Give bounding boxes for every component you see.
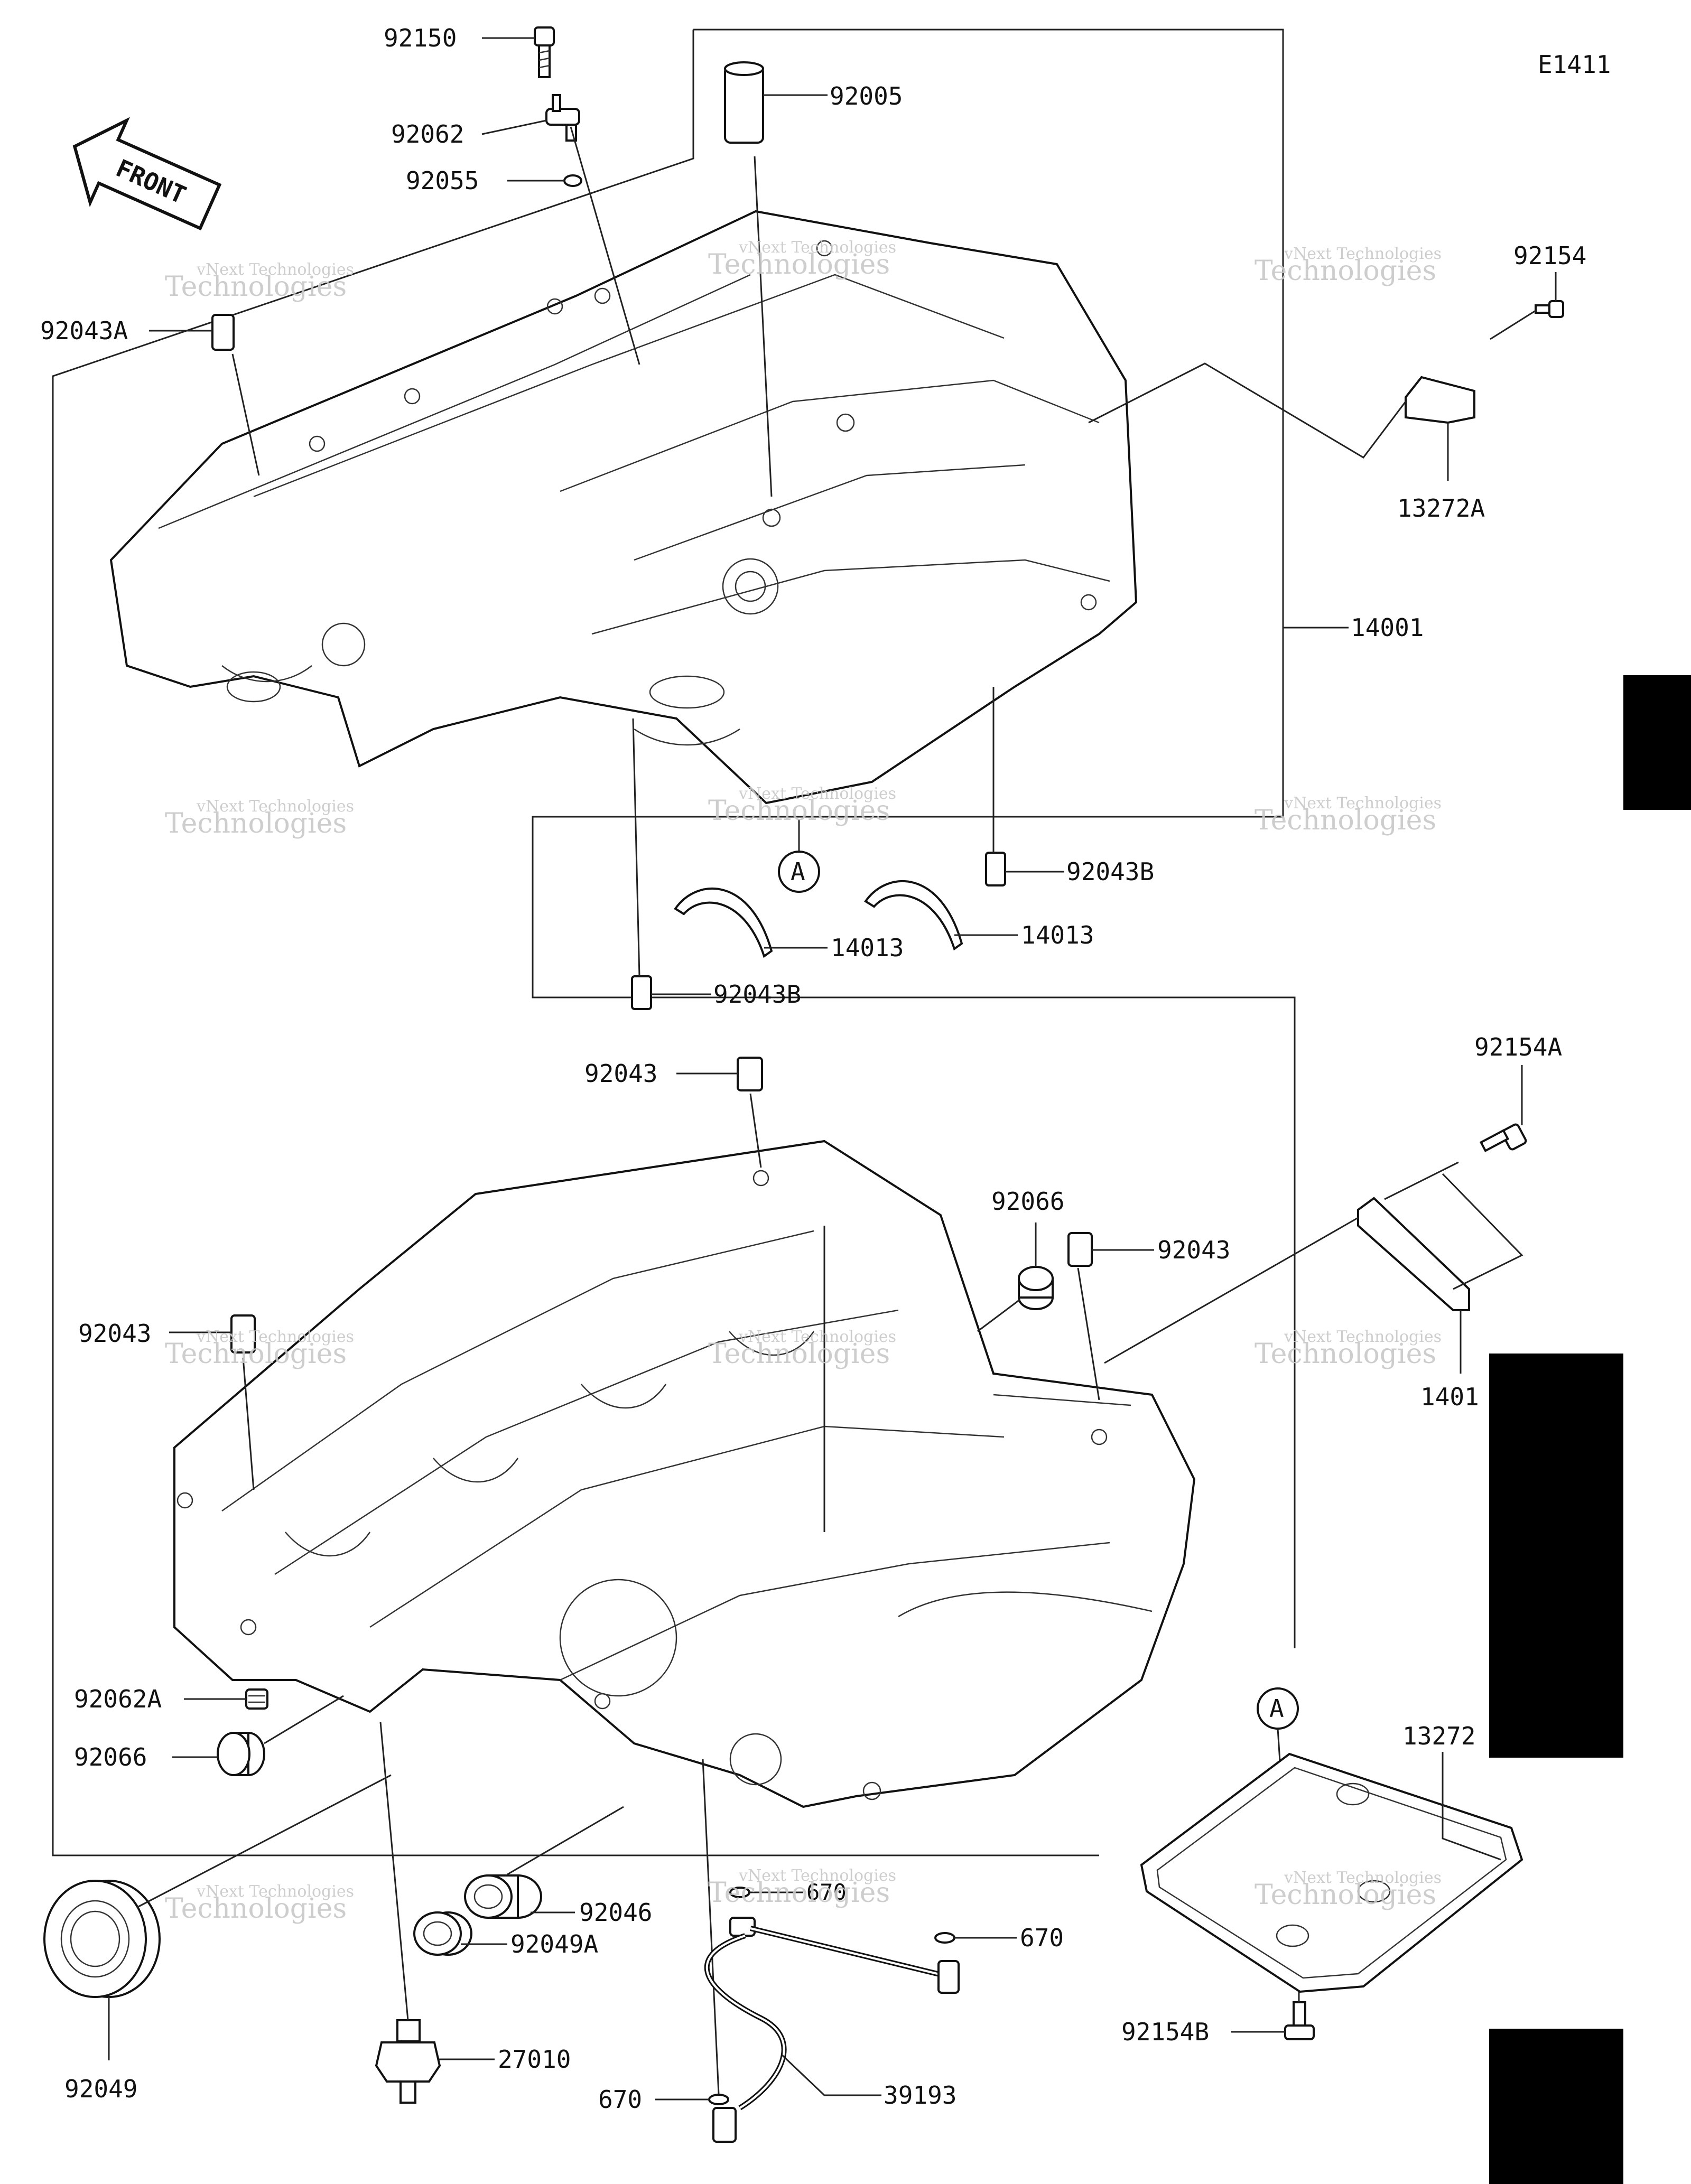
bolt-92154 bbox=[1535, 300, 1564, 318]
label-1401: 1401 bbox=[1420, 1383, 1479, 1411]
ref-circle-a bbox=[778, 851, 820, 893]
pressure-switch-27010 bbox=[375, 2019, 441, 2104]
upper-case-frame bbox=[52, 29, 1296, 1856]
label-92043B-right: 92043B bbox=[1066, 857, 1154, 886]
section-tab-bar bbox=[1489, 2029, 1623, 2184]
label-92066-left: 92066 bbox=[74, 1743, 147, 1771]
dowel-92043 bbox=[737, 1057, 763, 1091]
sleeve-92005 bbox=[724, 61, 764, 144]
label-92043-right: 92043 bbox=[1157, 1236, 1230, 1264]
washer-670 bbox=[934, 1932, 955, 1944]
label-92154A: 92154A bbox=[1474, 1033, 1562, 1061]
svg-text:Technologies: Technologies bbox=[165, 1893, 347, 1925]
o-ring-92055 bbox=[563, 174, 582, 187]
label-92043-top: 92043 bbox=[584, 1059, 657, 1088]
watermark: vNext Technologies Technologies vNext Te… bbox=[165, 238, 1442, 1925]
svg-text:vNext Technologies: vNext Technologies bbox=[196, 260, 354, 279]
svg-text:Technologies: Technologies bbox=[708, 249, 890, 281]
svg-text:Technologies: Technologies bbox=[1255, 805, 1436, 836]
bearing-shell-14013 bbox=[864, 880, 963, 951]
svg-text:vNext Technologies: vNext Technologies bbox=[738, 1328, 896, 1346]
bolt-92154B bbox=[1284, 2001, 1315, 2040]
bearing-92046 bbox=[464, 1874, 542, 1919]
label-92062A: 92062A bbox=[74, 1685, 162, 1713]
plug-92062A bbox=[245, 1688, 268, 1710]
label-92066-top: 92066 bbox=[991, 1187, 1064, 1216]
dowel-92043B bbox=[985, 852, 1006, 886]
upper-crankcase bbox=[109, 210, 1138, 805]
bearing-shell-14013 bbox=[674, 887, 773, 958]
svg-text:vNext Technologies: vNext Technologies bbox=[196, 1882, 354, 1901]
label-92154: 92154 bbox=[1513, 241, 1586, 270]
cover-plate-1401 bbox=[1357, 1197, 1470, 1311]
oil-seal-92049 bbox=[43, 1880, 161, 1998]
svg-text:Technologies: Technologies bbox=[708, 1338, 890, 1370]
svg-text:vNext Technologies: vNext Technologies bbox=[738, 1866, 896, 1885]
label-670-bottom: 670 bbox=[598, 2085, 642, 2114]
lower-crankcase bbox=[173, 1140, 1196, 1808]
svg-text:vNext Technologies: vNext Technologies bbox=[1284, 794, 1442, 813]
label-670-top: 670 bbox=[806, 1879, 847, 1905]
svg-text:vNext Technologies: vNext Technologies bbox=[738, 785, 896, 803]
oil-pipe-39193 bbox=[704, 1917, 960, 2143]
label-92043B-left: 92043B bbox=[713, 980, 801, 1009]
label-14013-left: 14013 bbox=[831, 934, 904, 962]
label-92154B: 92154B bbox=[1121, 2018, 1209, 2046]
washer-670 bbox=[708, 2094, 729, 2105]
label-92062: 92062 bbox=[391, 120, 464, 148]
label-92043-left: 92043 bbox=[78, 1319, 151, 1348]
svg-text:Technologies: Technologies bbox=[165, 271, 347, 303]
svg-text:Technologies: Technologies bbox=[165, 808, 347, 839]
svg-text:vNext Technologies: vNext Technologies bbox=[738, 238, 896, 257]
svg-text:Technologies: Technologies bbox=[165, 1338, 347, 1370]
svg-text:vNext Technologies: vNext Technologies bbox=[196, 1328, 354, 1346]
svg-text:vNext Technologies: vNext Technologies bbox=[1284, 1869, 1442, 1887]
label-14001: 14001 bbox=[1351, 613, 1424, 642]
svg-text:vNext Technologies: vNext Technologies bbox=[1284, 1328, 1442, 1346]
ref-label-a: A bbox=[791, 857, 805, 886]
label-92043A: 92043A bbox=[40, 316, 128, 345]
ref-label-a-lower: A bbox=[1269, 1694, 1284, 1723]
label-92049: 92049 bbox=[64, 2075, 137, 2103]
label-92055: 92055 bbox=[406, 166, 479, 195]
label-92046: 92046 bbox=[579, 1898, 652, 1927]
bolt-92150 bbox=[534, 26, 555, 78]
label-13272A: 13272A bbox=[1397, 494, 1485, 522]
svg-text:vNext Technologies: vNext Technologies bbox=[1284, 245, 1442, 263]
fitting-92062 bbox=[545, 94, 580, 142]
svg-text:Technologies: Technologies bbox=[708, 1877, 890, 1909]
svg-text:Technologies: Technologies bbox=[1255, 1879, 1436, 1911]
dowel-92043A bbox=[211, 314, 235, 351]
label-670-right: 670 bbox=[1020, 1924, 1064, 1952]
svg-text:Technologies: Technologies bbox=[1255, 1338, 1436, 1370]
dowel-92043 bbox=[230, 1314, 256, 1354]
dowel-92043 bbox=[1067, 1232, 1093, 1267]
front-arrow-icon: FRONT bbox=[72, 117, 222, 231]
svg-text:Technologies: Technologies bbox=[1255, 255, 1436, 287]
section-tab-bar bbox=[1489, 1354, 1623, 1758]
label-92005: 92005 bbox=[830, 82, 903, 110]
plug-92066 bbox=[217, 1732, 265, 1776]
plug-92066 bbox=[1018, 1266, 1054, 1310]
label-92150: 92150 bbox=[384, 24, 457, 52]
diagram-id: E1411 bbox=[1538, 50, 1611, 79]
dowel-92043B bbox=[631, 975, 652, 1010]
label-13272: 13272 bbox=[1402, 1722, 1475, 1750]
label-14013-right: 14013 bbox=[1021, 921, 1094, 949]
cover-13272 bbox=[1140, 1752, 1523, 1993]
label-27010: 27010 bbox=[498, 2045, 571, 2074]
cover-13272A bbox=[1405, 376, 1475, 424]
oil-seal-92049A bbox=[413, 1911, 472, 1956]
bolt-92154A bbox=[1479, 1123, 1527, 1152]
section-tab-bar bbox=[1623, 675, 1691, 810]
label-92049A: 92049A bbox=[510, 1930, 598, 1958]
svg-text:vNext Technologies: vNext Technologies bbox=[196, 797, 354, 816]
label-39193: 39193 bbox=[884, 2081, 956, 2110]
svg-text:Technologies: Technologies bbox=[708, 795, 890, 827]
